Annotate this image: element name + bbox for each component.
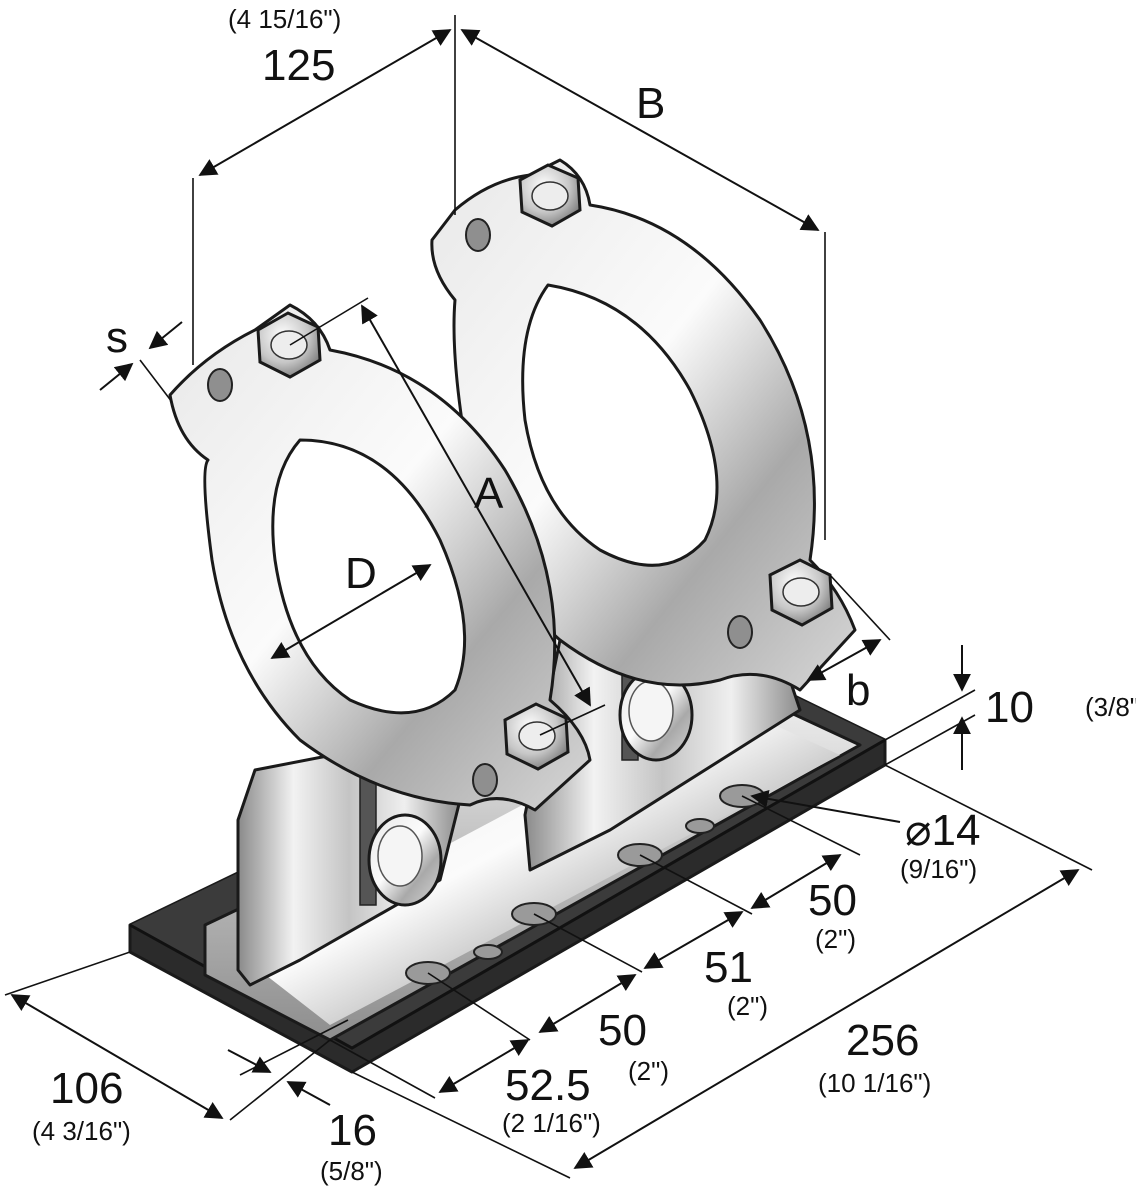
dim-B-label: B (636, 79, 665, 128)
dim-50-bottom-imperial: (2") (628, 1056, 669, 1086)
dim-52-5-imperial: (2 1/16") (502, 1108, 601, 1138)
dim-50-top-value: 50 (808, 876, 857, 925)
dim-125-value: 125 (262, 41, 335, 90)
dimension-lines (4, 15, 1093, 1179)
dim-14-value: ⌀14 (905, 806, 980, 855)
dim-106-value: 106 (50, 1064, 123, 1113)
locking-knob-rear (618, 668, 694, 762)
dim-A-label: A (474, 469, 504, 518)
dim-16-imperial: (5/8") (320, 1156, 383, 1186)
dim-256-imperial: (10 1/16") (818, 1068, 931, 1098)
dim-52-5-value: 52.5 (505, 1061, 591, 1110)
dim-14-imperial: (9/16") (900, 854, 977, 884)
slot-1 (473, 944, 503, 960)
dimension-labels: (4 15/16") 125 B s A D b 10 (3/8") ⌀14 (… (32, 4, 1136, 1186)
dim-50-bottom-value: 50 (598, 1006, 647, 1055)
dim-16-value: 16 (328, 1106, 377, 1155)
dim-10-imperial: (3/8") (1085, 692, 1136, 722)
clamp-ring-front (168, 303, 592, 812)
dim-b-label: b (846, 666, 870, 715)
dim-D-label: D (345, 549, 377, 598)
dim-51-imperial: (2") (727, 991, 768, 1021)
dim-s-label: s (106, 313, 128, 362)
dim-10-value: 10 (985, 683, 1034, 732)
dim-106-imperial: (4 3/16") (32, 1116, 131, 1146)
dim-51-value: 51 (704, 943, 753, 992)
dim-50-top-imperial: (2") (815, 924, 856, 954)
locking-knob-front (367, 813, 443, 907)
slot-2 (685, 818, 715, 834)
dim-125-imperial: (4 15/16") (228, 4, 341, 34)
dim-256-value: 256 (846, 1016, 919, 1065)
